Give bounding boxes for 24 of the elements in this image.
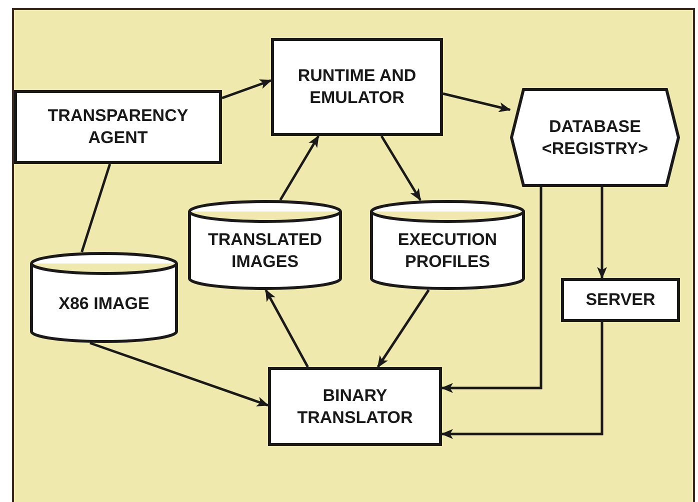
node-label: EXECUTION PROFILES	[396, 229, 498, 273]
process-box	[561, 278, 680, 322]
arrow	[380, 135, 422, 201]
node-label: BINARY TRANSLATOR	[296, 384, 414, 428]
arrow	[90, 342, 269, 406]
arrow	[441, 322, 604, 439]
node-label: DATABASE <REGISTRY>	[540, 116, 650, 160]
process-box	[271, 38, 443, 136]
arrow	[279, 135, 320, 201]
node-label: RUNTIME AND EMULATOR	[296, 65, 418, 109]
arrow	[222, 79, 272, 100]
node-label: SERVER	[586, 289, 656, 311]
arrow	[442, 92, 511, 112]
arrow	[597, 187, 607, 279]
node-label: TRANSLATED IMAGES	[207, 229, 323, 273]
node-label: TRANSPARENCY AGENT	[46, 105, 190, 149]
arrow	[376, 289, 430, 368]
process-box	[14, 90, 222, 164]
arrow	[441, 187, 542, 393]
process-box	[268, 367, 442, 446]
node-label: X86 IMAGE	[58, 292, 150, 314]
arrow	[264, 289, 309, 368]
hexagon-node	[510, 88, 680, 187]
connector-line	[80, 164, 112, 252]
